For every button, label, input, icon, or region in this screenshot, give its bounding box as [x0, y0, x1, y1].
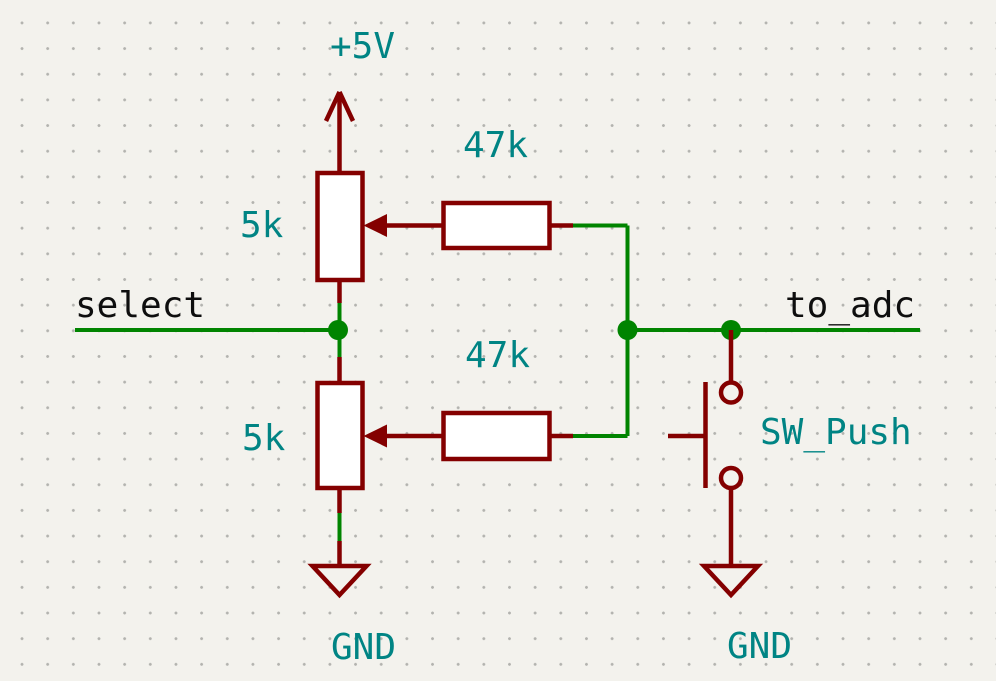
plus5v-arrow-icon	[323, 91, 356, 173]
resistor-body	[441, 410, 552, 462]
resistor-bottom-value-label[interactable]: 47k	[465, 335, 530, 376]
potentiometer-bottom[interactable]: 5k	[242, 357, 443, 513]
junction-dot[interactable]	[617, 320, 638, 340]
pot-body	[315, 170, 365, 283]
net-label-to-adc[interactable]: to_adc	[785, 285, 915, 326]
gnd-right-label[interactable]: GND	[727, 626, 792, 667]
gnd-symbol-right[interactable]: GND	[698, 541, 792, 667]
switch-contact-icon	[718, 465, 744, 491]
switch-sw-push[interactable]: SW_Push	[668, 330, 912, 541]
potentiometer-top[interactable]: 5k	[240, 170, 443, 303]
gnd-symbol-left[interactable]: GND	[307, 541, 397, 668]
resistor-top-value-label[interactable]: 47k	[463, 125, 528, 166]
switch-contact-icon	[718, 380, 744, 405]
pot-top-value-label[interactable]: 5k	[240, 205, 284, 246]
gnd-triangle-icon	[698, 563, 764, 599]
net-label-select[interactable]: select	[75, 285, 205, 326]
pot-bottom-value-label[interactable]: 5k	[242, 418, 286, 459]
pot-wiper-arrow-icon	[363, 424, 387, 448]
pot-wiper-arrow-icon	[363, 214, 387, 237]
resistor-bottom[interactable]: 47k	[441, 335, 574, 462]
switch-value-label[interactable]: SW_Push	[760, 412, 912, 453]
pot-body	[315, 380, 365, 491]
resistor-top[interactable]: 47k	[441, 125, 574, 251]
resistor-body	[441, 200, 552, 251]
power-flag-plus5v[interactable]: +5V	[323, 26, 395, 173]
gnd-triangle-icon	[307, 563, 372, 599]
gnd-left-label[interactable]: GND	[331, 627, 396, 668]
plus5v-label[interactable]: +5V	[330, 26, 395, 67]
junction-dot[interactable]	[328, 320, 348, 340]
